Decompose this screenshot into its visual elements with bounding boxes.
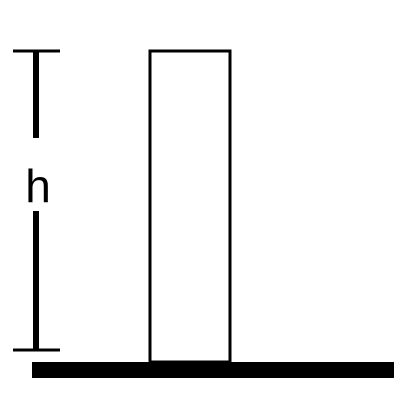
ground-line: [32, 362, 394, 378]
vertical-column: [148, 49, 232, 364]
height-label: h: [25, 160, 51, 212]
